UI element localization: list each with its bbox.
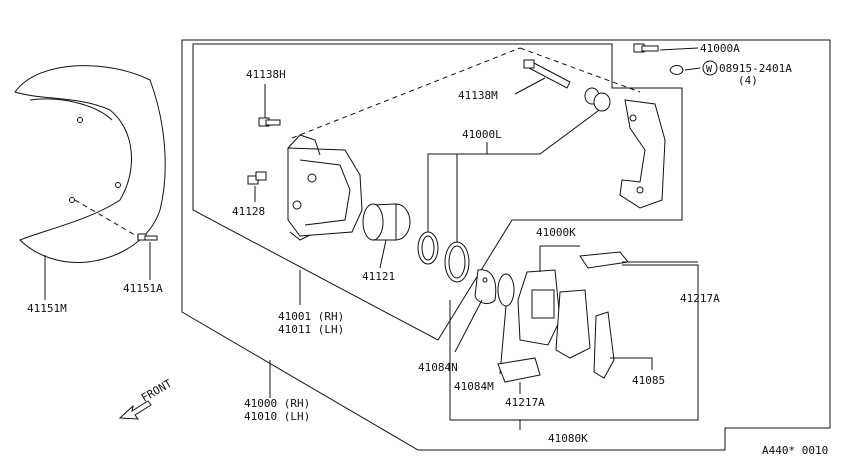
shim-parts (474, 269, 515, 307)
label-41138h: 41138H (246, 68, 286, 81)
shield-dash (74, 199, 141, 239)
shield-bolt-part (137, 233, 158, 241)
caliper-body (287, 134, 363, 241)
label-washer: 08915-2401A (719, 62, 792, 75)
label-41121: 41121 (362, 270, 395, 283)
leader-seal-kit (427, 107, 603, 242)
torque-member (619, 99, 666, 209)
label-41151m: 41151M (27, 302, 67, 315)
shim-85-part (593, 311, 615, 379)
mount-bolt-part (633, 43, 659, 53)
label-41084n: 41084N (418, 361, 458, 374)
leader-washer (684, 67, 701, 71)
bleeder-part (247, 171, 267, 185)
leader-pin (514, 77, 546, 95)
seal-rings (417, 231, 470, 283)
label-41128: 41128 (232, 205, 265, 218)
label-41138m: 41138M (458, 89, 498, 102)
label-41000k: 41000K (536, 226, 576, 239)
dust-shield (14, 65, 166, 264)
label-41080k: 41080K (548, 432, 588, 445)
caliper-dash (291, 47, 521, 139)
front-arrow-icon (118, 400, 152, 420)
label-41000l: 41000L (462, 128, 502, 141)
label-caliper-lh: 41011 (LH) (278, 323, 344, 336)
leader-shim-n (454, 299, 483, 353)
label-41085: 41085 (632, 374, 665, 387)
label-washer-symbol: W (706, 64, 713, 75)
label-caliper-rh: 41001 (RH) (278, 310, 344, 323)
boot-part (584, 87, 611, 112)
diagram-code: A440* 0010 (762, 444, 828, 457)
leader-piston (379, 239, 387, 269)
label-41217a-lower: 41217A (505, 396, 545, 409)
label-41084m: 41084M (454, 380, 494, 393)
label-washer-qty: (4) (738, 74, 758, 87)
assembly-outline (181, 39, 831, 451)
pad-set-bracket (449, 264, 699, 421)
washer-symbol-circle (702, 60, 718, 76)
spring-lower (497, 357, 541, 383)
washer-part (669, 65, 684, 75)
brake-pads (517, 269, 591, 359)
bolt-41138h-part (258, 117, 281, 127)
label-assembly-rh: 41000 (RH) (244, 397, 310, 410)
piston-part (362, 203, 411, 241)
label-41151a: 41151A (123, 282, 163, 295)
label-front: FRONT (139, 377, 175, 405)
leader-mount-bolt (659, 47, 699, 51)
guide-pin-part (523, 59, 571, 89)
caliper-dash-2 (519, 47, 641, 93)
label-41217a: 41217A (680, 292, 720, 305)
spring-upper (579, 251, 629, 269)
caliper-outline (192, 43, 683, 341)
label-assembly-lh: 41010 (LH) (244, 410, 310, 423)
label-41000a: 41000A (700, 42, 740, 55)
leader-shim-85 (610, 357, 653, 370)
leader-shim-m (499, 305, 507, 375)
